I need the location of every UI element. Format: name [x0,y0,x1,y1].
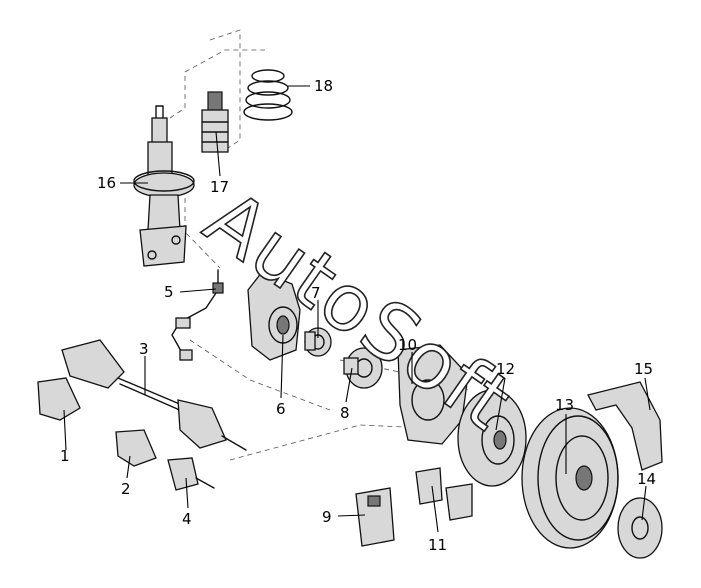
callout-9: 9 [322,508,332,526]
part-brake-shield [397,344,469,445]
callout-6: 6 [276,400,286,418]
callout-7: 7 [311,284,321,302]
callout-4: 4 [182,510,192,528]
callout-3: 3 [139,340,149,358]
watermark: AutoSoft [189,174,528,449]
part-brake-disc [457,389,527,487]
callout-17: 17 [210,178,229,196]
callout-13: 13 [555,396,574,414]
callout-5: 5 [164,283,174,301]
part-brake-caliper [355,487,395,547]
callout-15: 15 [634,360,653,378]
callout-14: 14 [637,470,656,488]
callout-1: 1 [60,447,70,465]
leader-lines [63,85,651,533]
callout-10: 10 [398,336,417,354]
part-outer-cv-boot [37,377,81,421]
callout-16: 16 [97,174,116,192]
part-bump-stop [201,91,229,153]
part-wheel-hub [343,347,383,389]
part-steering-knuckle [247,271,301,361]
part-hub-cap [617,497,663,559]
part-strut-assembly [133,105,195,267]
part-cv-joint [167,457,215,491]
part-arch-liner [587,381,663,471]
part-brake-pads [415,467,473,521]
callout-2: 2 [121,480,131,498]
part-coil-spring [243,69,293,121]
callout-labels: 1 2 3 4 5 6 7 8 9 10 11 12 13 14 15 16 1… [60,77,656,554]
callout-11: 11 [428,536,447,554]
callout-18: 18 [314,77,333,95]
callout-8: 8 [340,404,350,422]
callout-12: 12 [496,360,515,378]
part-wheel-rim [521,407,619,549]
part-drive-shaft [61,339,247,451]
part-brake-hose [171,269,224,361]
part-inner-cv-boot [115,429,157,467]
